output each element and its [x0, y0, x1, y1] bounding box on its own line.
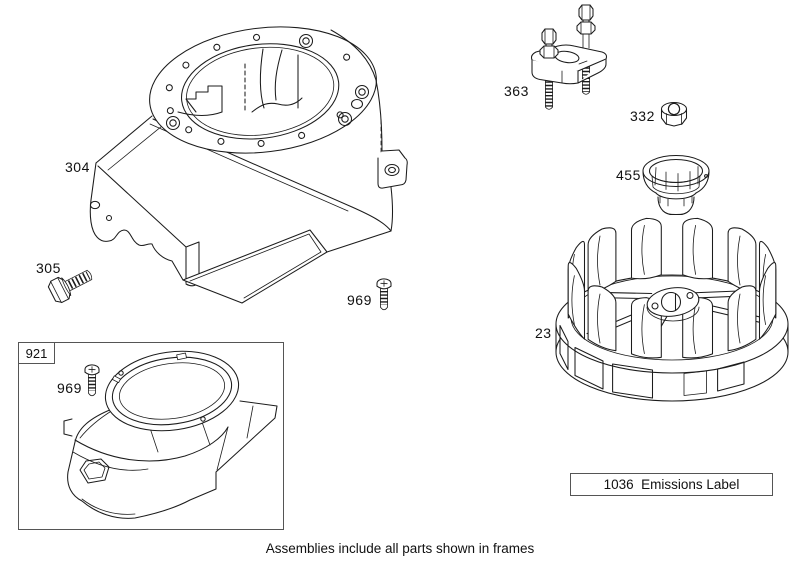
- nut-drawing: [660, 101, 688, 127]
- part-label-23: 23: [535, 325, 552, 341]
- assembly-frame-921: [18, 342, 284, 530]
- assembly-frame-label: 921: [25, 345, 48, 361]
- assembly-frame-label-box: 921: [18, 342, 55, 364]
- part-label-305: 305: [36, 260, 61, 276]
- emissions-label-box: 1036 Emissions Label: [570, 473, 773, 496]
- part-label-455: 455: [616, 167, 641, 183]
- pan-screw-drawing: [377, 279, 391, 310]
- puller-drawing: [530, 4, 608, 110]
- part-label-969-frame: 969: [57, 380, 82, 396]
- emissions-label-text: 1036 Emissions Label: [603, 477, 740, 492]
- assembly-housing-drawing: [63, 350, 278, 519]
- hex-bolt-drawing: [47, 269, 93, 304]
- part-label-304: 304: [65, 159, 90, 175]
- part-label-969: 969: [347, 292, 372, 308]
- blower-housing-drawing: [89, 26, 408, 304]
- starter-cup-drawing: [642, 154, 710, 216]
- caption: Assemblies include all parts shown in fr…: [265, 541, 535, 556]
- flywheel-drawing: [555, 217, 789, 402]
- part-label-363: 363: [504, 83, 529, 99]
- part-label-332: 332: [630, 108, 655, 124]
